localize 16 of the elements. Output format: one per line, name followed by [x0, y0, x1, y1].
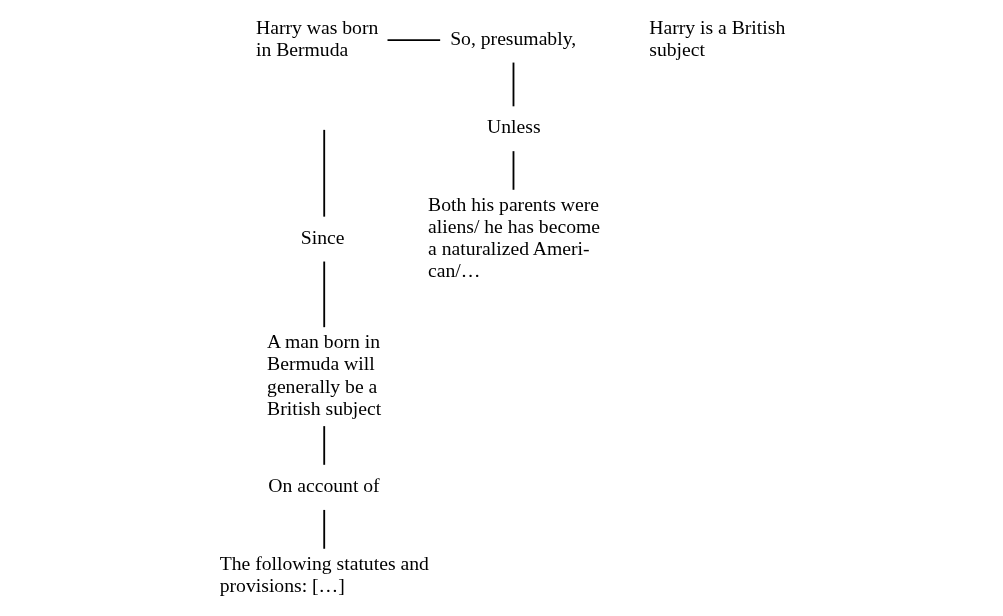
node-text: Since	[300, 225, 345, 248]
node-text: Harry is a British subject	[649, 15, 786, 60]
node-text: So, presumably,	[450, 26, 577, 49]
node-text: Both his parents were aliens/ he has become a naturalized Ameri- can/…	[428, 192, 600, 282]
connector	[323, 128, 326, 218]
connector	[386, 39, 442, 41]
connector	[512, 61, 515, 108]
node-text: Harry was born in Bermuda	[256, 15, 379, 60]
connector	[323, 509, 326, 550]
node-text: A man born in Bermuda will generally be a British subject	[267, 330, 382, 419]
node-text: The following statutes and provisions: […]	[219, 551, 429, 596]
node-text: On account of	[268, 474, 380, 497]
connector	[323, 425, 326, 466]
connector	[323, 260, 326, 329]
node-text: Unless	[487, 115, 541, 138]
connector	[512, 150, 515, 191]
